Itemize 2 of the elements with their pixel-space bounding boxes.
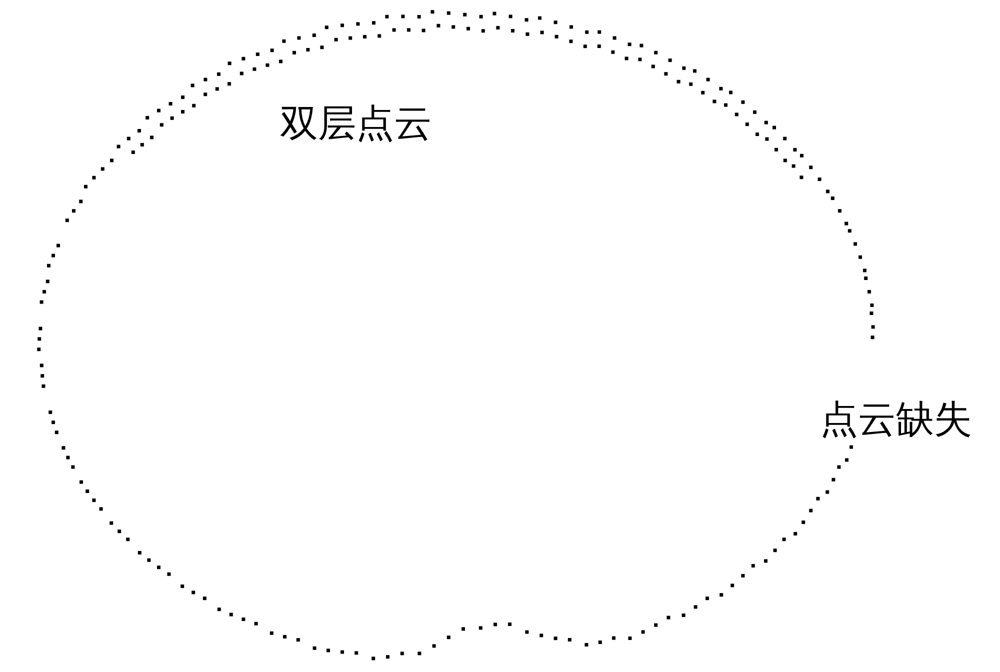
annotation-label: 双层点云 [280,104,432,142]
annotation-label: 点云缺失 [820,400,972,438]
